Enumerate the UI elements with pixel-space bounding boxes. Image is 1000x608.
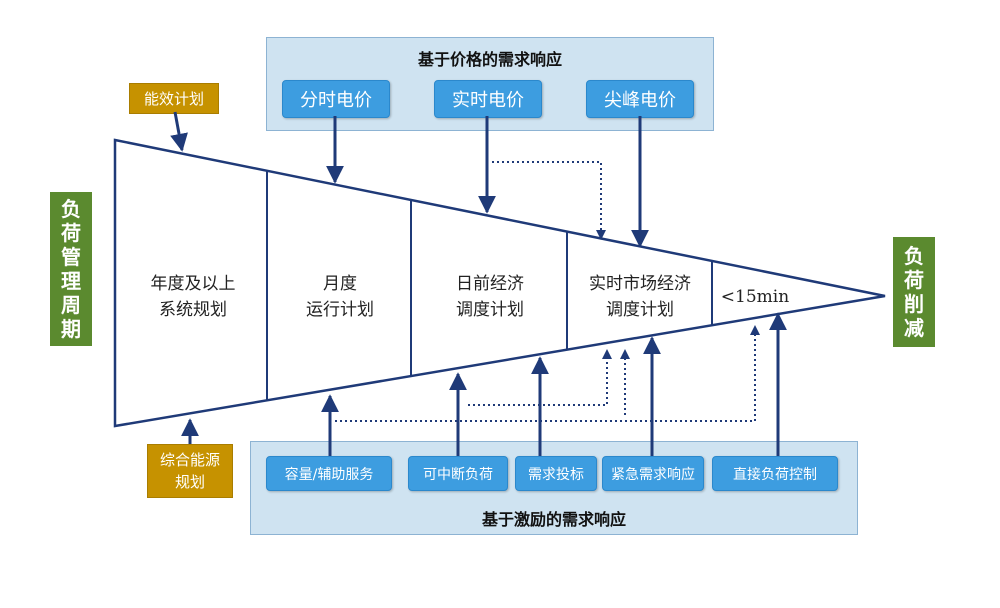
funnel-outline bbox=[113, 138, 886, 428]
stage-day-ahead-line1: 日前经济 bbox=[456, 274, 524, 294]
stage-day-ahead: 日前经济 调度计划 bbox=[418, 271, 562, 323]
incentive-based-title: 基于激励的需求响应 bbox=[481, 510, 626, 529]
energy-plan-tag: 能效计划 bbox=[129, 83, 219, 114]
load-reduction-text: 负荷削减 bbox=[904, 244, 924, 340]
load-reduction-bar: 负荷削减 bbox=[893, 237, 935, 347]
direct-load-control-button[interactable]: 直接负荷控制 bbox=[712, 456, 838, 491]
stage-annual-line2: 系统规划 bbox=[159, 300, 227, 320]
capacity-ancillary-button[interactable]: 容量/辅助服务 bbox=[266, 456, 392, 491]
price-based-title: 基于价格的需求响应 bbox=[417, 50, 562, 69]
stage-sub-15min: <15min bbox=[714, 284, 796, 310]
stage-monthly-line1: 月度 bbox=[323, 274, 357, 294]
interruptible-load-button[interactable]: 可中断负荷 bbox=[408, 456, 508, 491]
real-time-price-button[interactable]: 实时电价 bbox=[434, 80, 542, 118]
emergency-dr-button[interactable]: 紧急需求响应 bbox=[602, 456, 704, 491]
integrated-energy-tag: 综合能源规划 bbox=[147, 444, 233, 498]
dotted-link-1 bbox=[468, 349, 612, 406]
arrow-energy-plan bbox=[170, 111, 188, 152]
stage-real-time-line1: 实时市场经济 bbox=[589, 274, 691, 294]
stage-day-ahead-line2: 调度计划 bbox=[456, 300, 524, 320]
demand-bidding-button[interactable]: 需求投标 bbox=[515, 456, 597, 491]
stage-sub-15min-line1: <15min bbox=[720, 287, 790, 307]
dotted-rtp-link bbox=[492, 161, 606, 240]
stage-real-time-line2: 调度计划 bbox=[606, 300, 674, 320]
load-management-cycle-text: 负荷管理周期 bbox=[61, 197, 81, 341]
stage-monthly-line2: 运行计划 bbox=[306, 300, 374, 320]
stage-annual-line1: 年度及以上 bbox=[150, 274, 236, 294]
stage-real-time: 实时市场经济 调度计划 bbox=[569, 271, 711, 323]
stage-monthly: 月度 运行计划 bbox=[274, 271, 406, 323]
stage-annual: 年度及以上 系统规划 bbox=[125, 271, 261, 323]
dotted-link-3 bbox=[335, 325, 760, 422]
integrated-energy-text: 综合能源规划 bbox=[159, 451, 220, 491]
load-management-cycle-bar: 负荷管理周期 bbox=[50, 192, 92, 346]
